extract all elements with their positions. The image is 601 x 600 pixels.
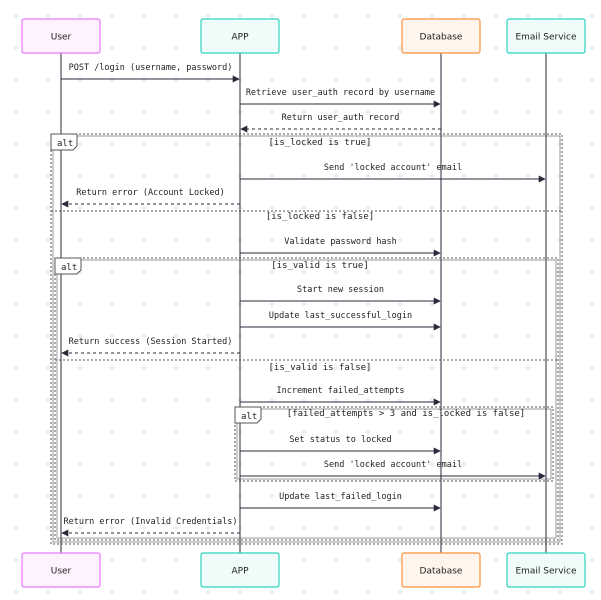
participant-box bbox=[200, 552, 280, 588]
message-label: Update last_failed_login bbox=[279, 492, 402, 502]
participant-box bbox=[401, 552, 481, 588]
fragment-condition: [is_valid is false] bbox=[269, 363, 372, 373]
participant-box bbox=[401, 18, 481, 54]
participant-label: Email Service bbox=[515, 567, 577, 577]
fragment-tag: alt bbox=[61, 263, 77, 273]
fragment-inner-frame bbox=[56, 259, 557, 539]
participant-label: Database bbox=[420, 567, 463, 577]
message-4: Send 'locked account' email bbox=[240, 163, 546, 183]
fragment-condition: [is_locked is true] bbox=[269, 138, 372, 148]
fragment-frame bbox=[54, 257, 559, 541]
fragment-condition: [failed_attempts > 3 and is_locked is fa… bbox=[287, 409, 525, 419]
message-label: Return user_auth record bbox=[282, 113, 400, 123]
alt-fragment-1: alt [is_locked is true] [is_locked is fals… bbox=[50, 133, 563, 545]
participant-label: Database bbox=[420, 33, 463, 43]
fragment-condition: [is_valid is true] bbox=[271, 261, 369, 271]
message-13: Update last_failed_login bbox=[240, 492, 441, 512]
fragment-condition: [is_locked is false] bbox=[266, 212, 374, 222]
participant-user-top: User bbox=[21, 18, 101, 54]
participant-label: APP bbox=[231, 33, 249, 43]
fragment-frame bbox=[50, 133, 563, 545]
participant-box bbox=[200, 18, 280, 54]
fragment-tag: alt bbox=[241, 412, 257, 422]
participant-label: Email Service bbox=[515, 33, 577, 43]
fragment-tag: alt bbox=[57, 139, 73, 149]
fragment-inner-frame bbox=[52, 135, 561, 543]
participant-app-bottom: APP bbox=[200, 552, 280, 588]
message-label: Retrieve user_auth record by username bbox=[246, 88, 435, 98]
message-10: Increment failed_attempts bbox=[240, 386, 441, 406]
participant-box bbox=[21, 552, 101, 588]
participant-box bbox=[506, 18, 586, 54]
fragment-tag-box bbox=[50, 133, 78, 151]
message-14: Return error (Invalid Credentials) bbox=[61, 517, 240, 537]
message-label: Return error (Invalid Credentials) bbox=[64, 517, 238, 527]
message-1: POST /login (username, password) bbox=[61, 63, 240, 83]
fragment-tag-box bbox=[54, 257, 82, 275]
participant-db-top: Database bbox=[401, 18, 481, 54]
alt-fragment-3: alt [failed_attempts > 3 and is_locked is… bbox=[234, 406, 554, 482]
message-label: Return success (Session Started) bbox=[69, 337, 233, 347]
message-label: Set status to locked bbox=[289, 435, 391, 445]
message-5: Return error (Account Locked) bbox=[61, 188, 240, 208]
participant-box bbox=[21, 18, 101, 54]
message-6: Validate password hash bbox=[240, 237, 441, 257]
message-12: Send 'locked account' email bbox=[240, 460, 546, 480]
participant-user-bottom: User bbox=[21, 552, 101, 588]
participant-email-top: Email Service bbox=[506, 18, 586, 54]
participant-app-top: APP bbox=[200, 18, 280, 54]
fragment-tag-box bbox=[234, 406, 262, 424]
fragment-inner-frame bbox=[236, 408, 552, 480]
participant-label: User bbox=[51, 33, 72, 43]
message-label: Increment failed_attempts bbox=[277, 386, 405, 396]
message-7: Start new session bbox=[240, 285, 441, 305]
message-label: POST /login (username, password) bbox=[69, 63, 233, 73]
participant-db-bottom: Database bbox=[401, 552, 481, 588]
message-label: Validate password hash bbox=[284, 237, 397, 247]
participant-email-bottom: Email Service bbox=[506, 552, 586, 588]
participant-label: User bbox=[51, 567, 72, 577]
message-label: Update last_successful_login bbox=[269, 311, 412, 321]
message-label: Return error (Account Locked) bbox=[76, 188, 224, 198]
participant-label: APP bbox=[231, 567, 249, 577]
message-2: Retrieve user_auth record by username bbox=[240, 88, 441, 108]
message-3: Return user_auth record bbox=[240, 113, 441, 133]
alt-fragment-2: alt [is_valid is true] [is_valid is false] bbox=[54, 257, 559, 541]
message-label: Send 'locked account' email bbox=[324, 163, 462, 173]
message-11: Set status to locked bbox=[240, 435, 441, 455]
message-9: Return success (Session Started) bbox=[61, 337, 240, 357]
participant-box bbox=[506, 552, 586, 588]
message-label: Start new session bbox=[297, 285, 384, 295]
message-label: Send 'locked account' email bbox=[324, 460, 462, 470]
message-8: Update last_successful_login bbox=[240, 311, 441, 331]
